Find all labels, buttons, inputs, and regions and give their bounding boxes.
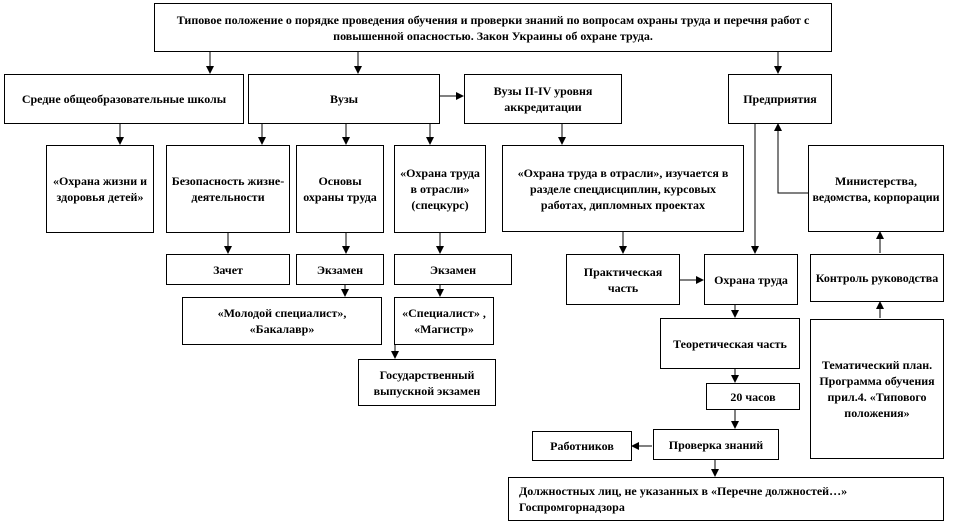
- node-young-specialist: «Молодой специалист», «Бакалавр»: [182, 297, 382, 345]
- node-thematic-plan: Тематический план. Программа обучения пр…: [810, 319, 944, 459]
- node-exam-1: Экзамен: [296, 254, 384, 285]
- node-theoretical: Теоретическая часть: [660, 318, 800, 369]
- node-specialist-master: «Специалист» , «Магистр»: [394, 297, 494, 345]
- node-practical: Практическая часть: [566, 254, 680, 305]
- node-schools: Средне общеобразовательные школы: [4, 74, 244, 124]
- node-labor-protection: Охрана труда: [704, 254, 798, 305]
- node-knowledge-check: Проверка знаний: [653, 429, 779, 460]
- node-enterprises: Предприятия: [728, 74, 832, 124]
- node-ministries: Министерства, ведомства, корпорации: [808, 145, 944, 232]
- node-labor-basics: Основы охраны труда: [296, 145, 384, 233]
- arrow-ministries-enterprises: [774, 123, 808, 194]
- node-child-health: «Охрана жизни и здоровья детей»: [46, 145, 154, 233]
- node-workers: Работников: [532, 431, 632, 461]
- node-officials: Должностных лиц, не указанных в «Перечне…: [508, 477, 944, 521]
- node-universities: Вузы: [248, 74, 440, 124]
- node-20-hours: 20 часов: [706, 383, 800, 410]
- node-universities-2-4: Вузы II-IV уровня аккредитации: [464, 74, 622, 124]
- node-life-safety: Безопасность жизне-деятельности: [166, 145, 290, 233]
- node-state-exam: Государственный выпускной экзамен: [358, 359, 496, 406]
- node-root: Типовое положение о порядке проведения о…: [154, 3, 832, 52]
- node-industry-special: «Охрана труда в отрасли» (спецкурс): [394, 145, 486, 233]
- node-industry-sections: «Охрана труда в отрасли», изучается в ра…: [502, 145, 744, 232]
- node-exam-2: Экзамен: [394, 254, 512, 285]
- node-mgmt-control: Контроль руководства: [810, 254, 944, 302]
- node-credit: Зачет: [166, 254, 290, 285]
